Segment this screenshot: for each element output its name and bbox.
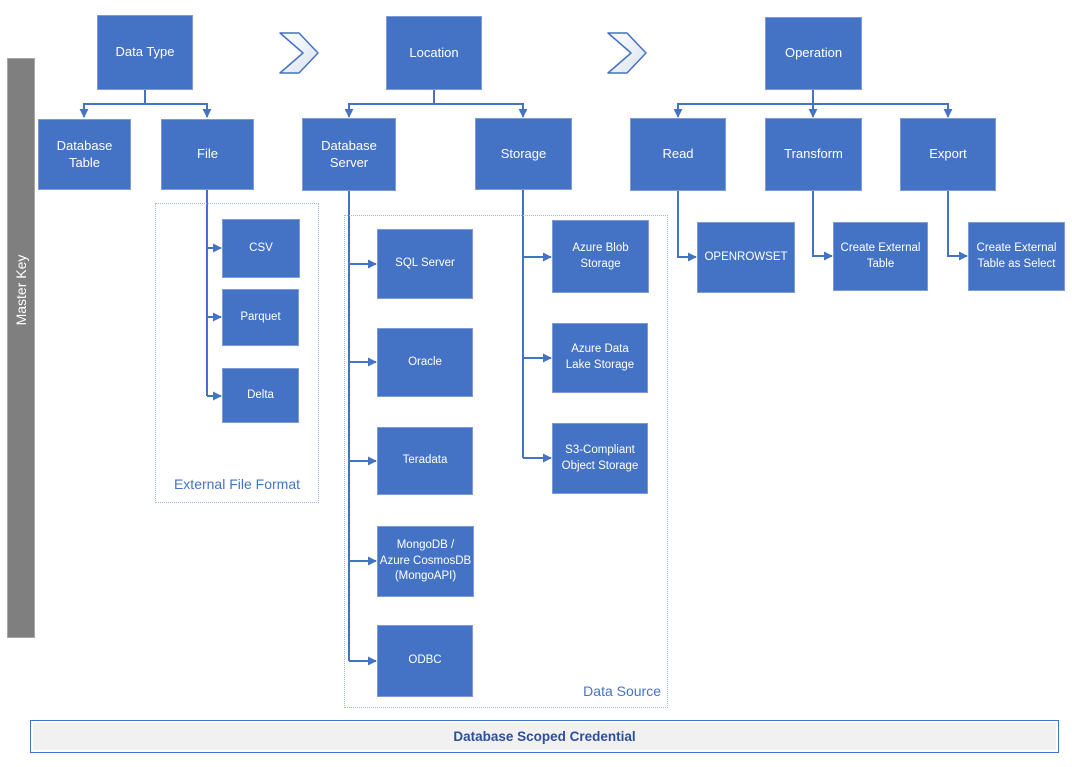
chevron-right-icon [279,32,319,74]
node-parquet: Parquet [222,289,299,346]
node-csv: CSV [222,219,300,278]
node-transform: Transform [765,118,862,191]
master-key-label: Master Key [13,254,29,326]
node-data-type: Data Type [97,15,193,90]
node-database-table: Database Table [38,119,131,190]
node-sql-server: SQL Server [377,229,473,299]
node-openrowset: OPENROWSET [697,222,795,293]
group-label-external-file-format: External File Format [173,476,301,492]
node-delta: Delta [222,368,299,423]
chevron-right-icon [607,32,647,74]
node-azure-data-lake-storage: Azure Data Lake Storage [552,323,648,393]
node-oracle: Oracle [377,328,473,397]
group-external-file-format: External File Format [155,203,319,503]
node-location: Location [386,16,482,90]
node-read: Read [630,118,726,191]
node-database-server: Database Server [302,118,396,191]
node-operation: Operation [765,17,862,90]
node-s3-compliant-object-storage: S3-Compliant Object Storage [552,423,648,494]
node-odbc: ODBC [377,625,473,697]
node-export: Export [900,118,996,191]
group-label-data-source: Data Source [583,683,661,699]
database-scoped-credential-label: Database Scoped Credential [453,729,636,744]
node-mongodb-cosmosdb: MongoDB / Azure CosmosDB (MongoAPI) [377,526,474,597]
node-teradata: Teradata [377,427,473,495]
node-create-external-table-as-select: Create External Table as Select [968,222,1065,291]
node-file: File [161,119,254,190]
master-key-bar: Master Key [7,58,35,638]
database-scoped-credential-bar: Database Scoped Credential [30,720,1059,753]
node-azure-blob-storage: Azure Blob Storage [552,220,649,293]
node-storage: Storage [475,118,572,190]
group-data-source: Data Source [344,215,668,708]
node-create-external-table: Create External Table [833,222,928,291]
